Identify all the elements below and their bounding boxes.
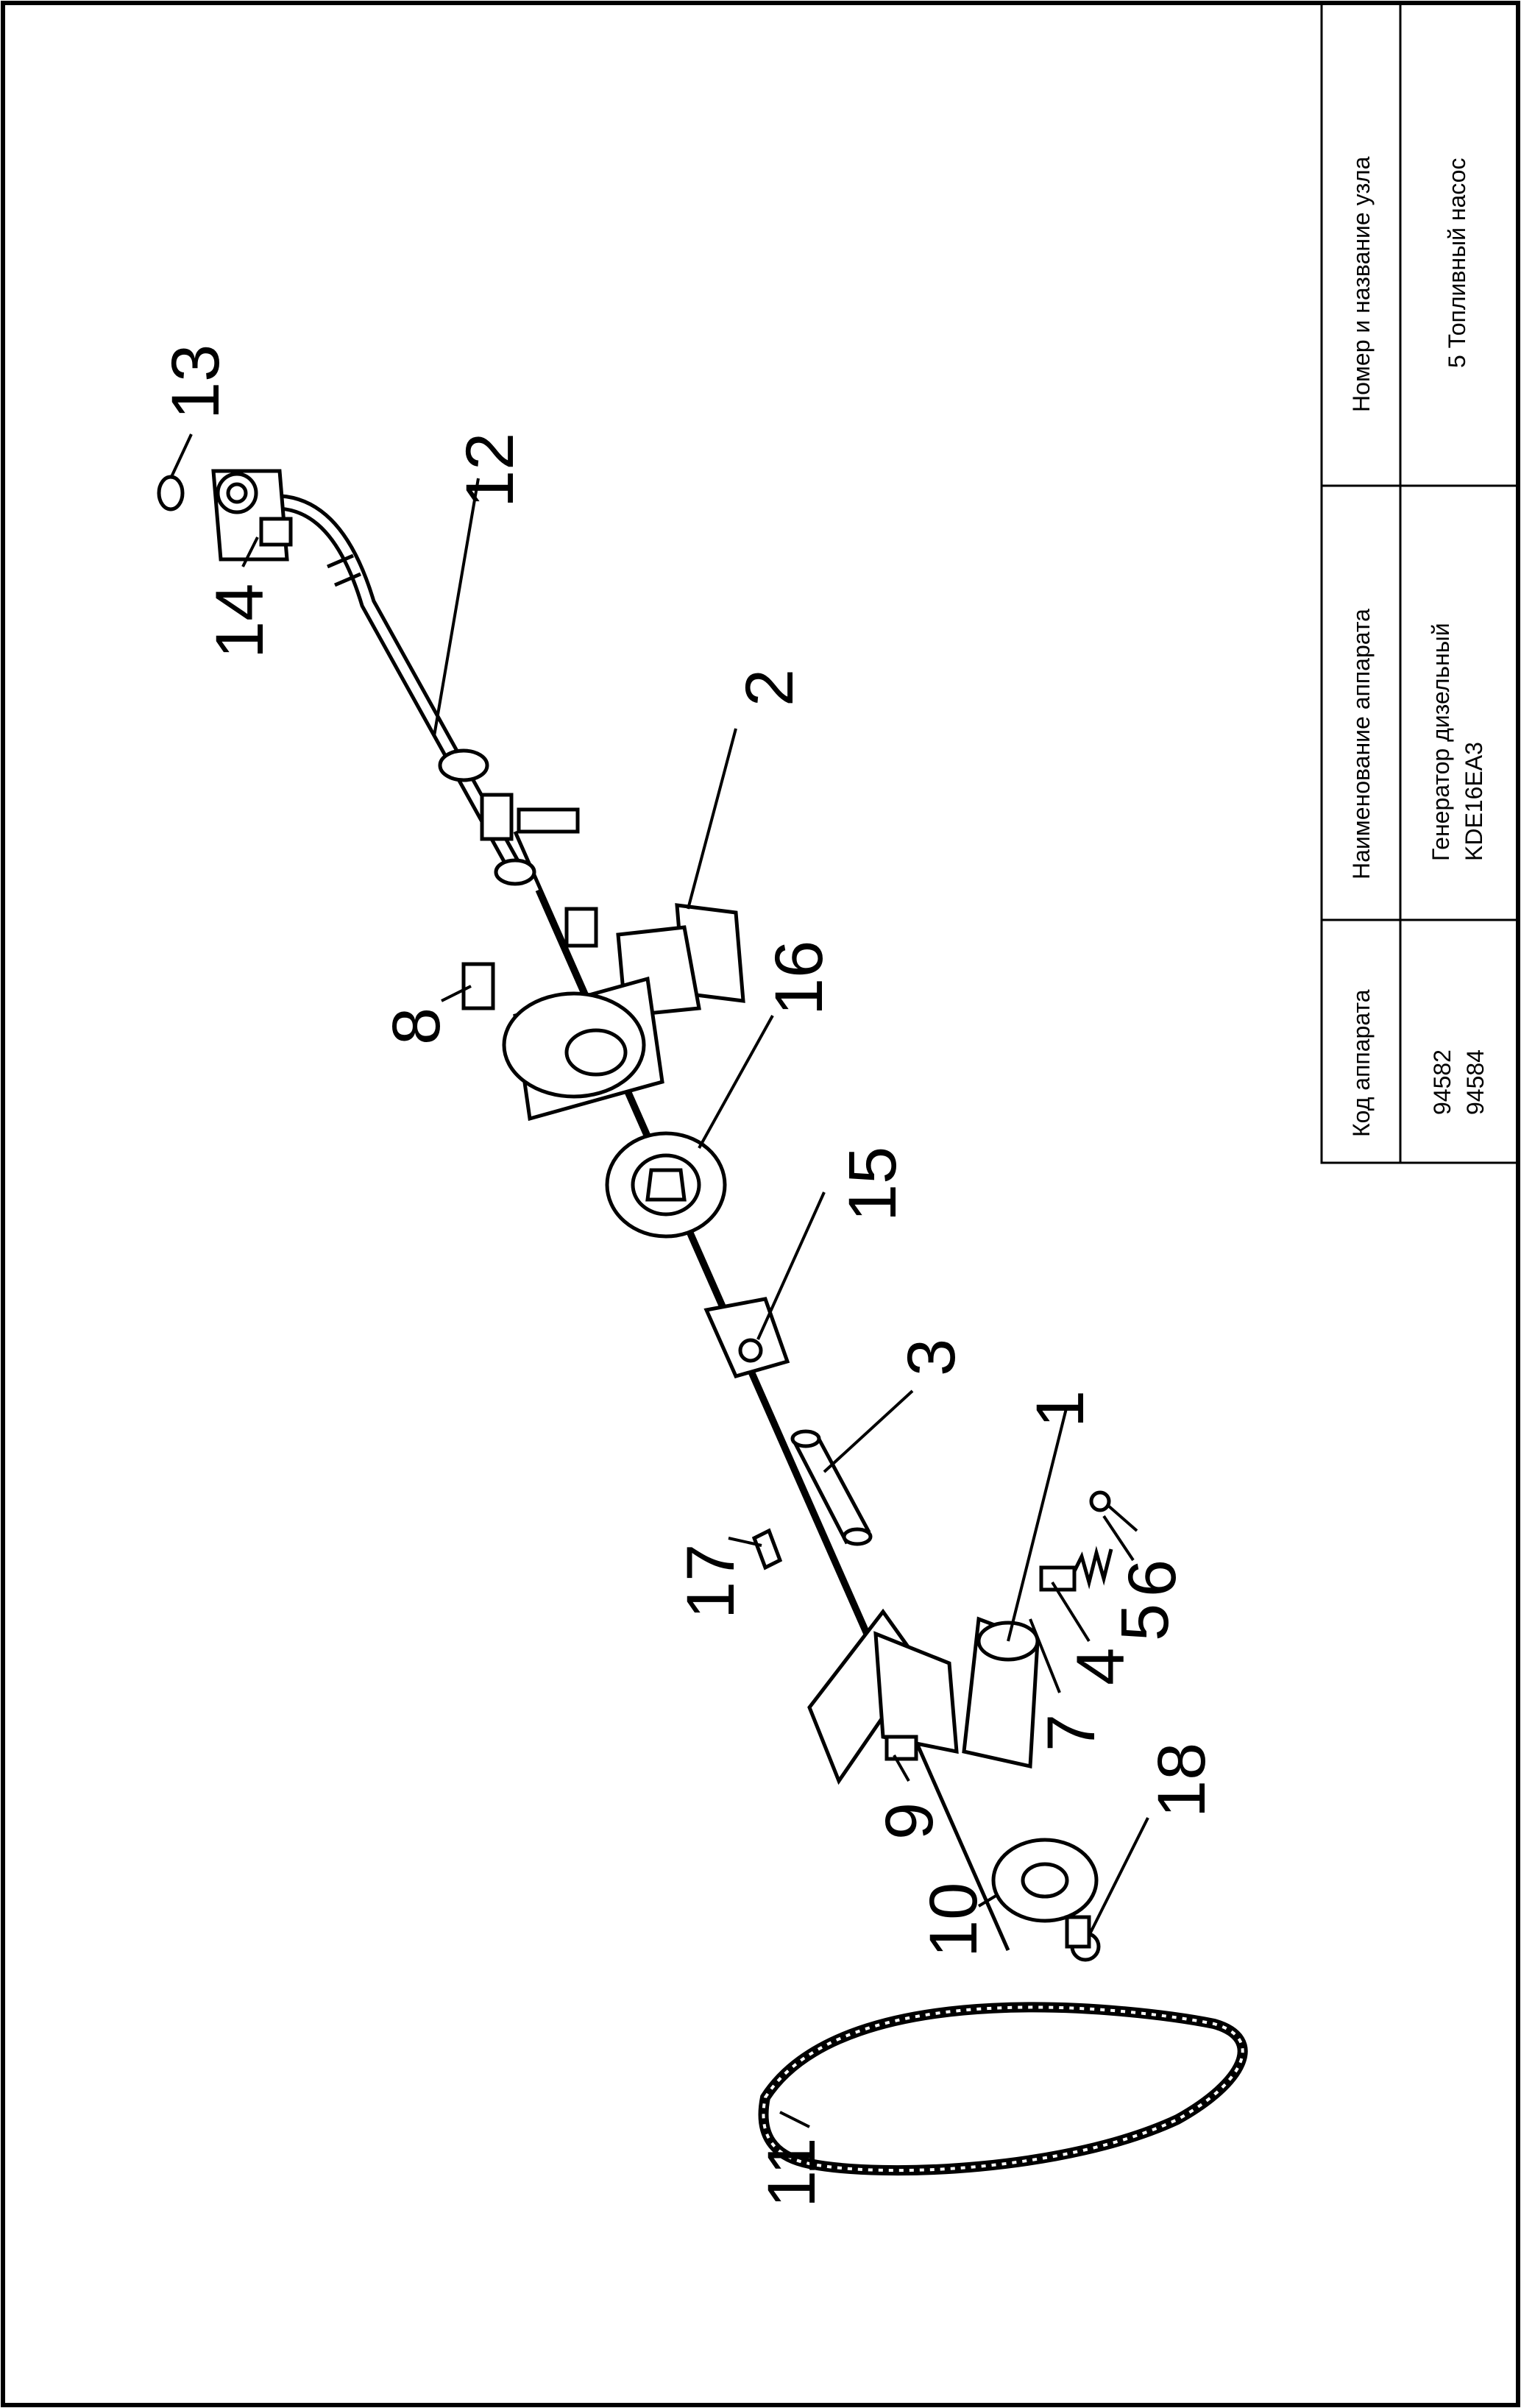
callout-4: 4 xyxy=(1063,1647,1138,1685)
pump-body xyxy=(807,1608,1040,1785)
leader-lines xyxy=(169,433,1149,2128)
banjo-fitting xyxy=(157,469,293,562)
callout-12: 12 xyxy=(453,432,528,508)
callout-11: 11 xyxy=(754,2137,829,2208)
callout-6: 6 xyxy=(1115,1559,1190,1597)
shaft-sleeve xyxy=(751,1429,873,1570)
plunger-spring xyxy=(1039,1490,1113,1592)
callout-15: 15 xyxy=(835,1146,910,1222)
callout-16: 16 xyxy=(762,940,837,1016)
header-name: Наименование аппарата xyxy=(1348,609,1375,879)
code-line-2: 94584 xyxy=(1462,1049,1489,1115)
name-line-2: KDE16EA3 xyxy=(1461,742,1487,861)
callout-18: 18 xyxy=(1144,1742,1219,1818)
timing-chain xyxy=(758,2002,1248,2176)
header-unit: Номер и название узла xyxy=(1348,156,1375,412)
unit-value: 5 Топливный насос xyxy=(1444,157,1470,368)
rotor xyxy=(605,1131,727,1239)
name-line-1: Генератор дизельный xyxy=(1428,623,1454,861)
inner-rotor xyxy=(703,1297,790,1379)
callout-9: 9 xyxy=(872,1802,947,1840)
sprocket xyxy=(991,1838,1101,1962)
callout-2: 2 xyxy=(732,668,807,707)
callout-10: 10 xyxy=(916,1882,991,1958)
callout-7: 7 xyxy=(1034,1713,1109,1752)
callout-1: 1 xyxy=(1023,1389,1098,1428)
callout-3: 3 xyxy=(894,1338,969,1376)
callout-13: 13 xyxy=(158,344,233,419)
pipe-clamp xyxy=(438,748,598,948)
title-block-grid xyxy=(1320,1,1520,1164)
code-line-1: 94582 xyxy=(1429,1049,1456,1115)
pump-housing xyxy=(461,962,646,1099)
callout-5: 5 xyxy=(1107,1603,1183,1641)
callout-8: 8 xyxy=(379,1007,454,1045)
callout-14: 14 xyxy=(202,583,277,659)
header-code: Код аппарата xyxy=(1348,989,1375,1137)
callout-17: 17 xyxy=(673,1543,748,1619)
